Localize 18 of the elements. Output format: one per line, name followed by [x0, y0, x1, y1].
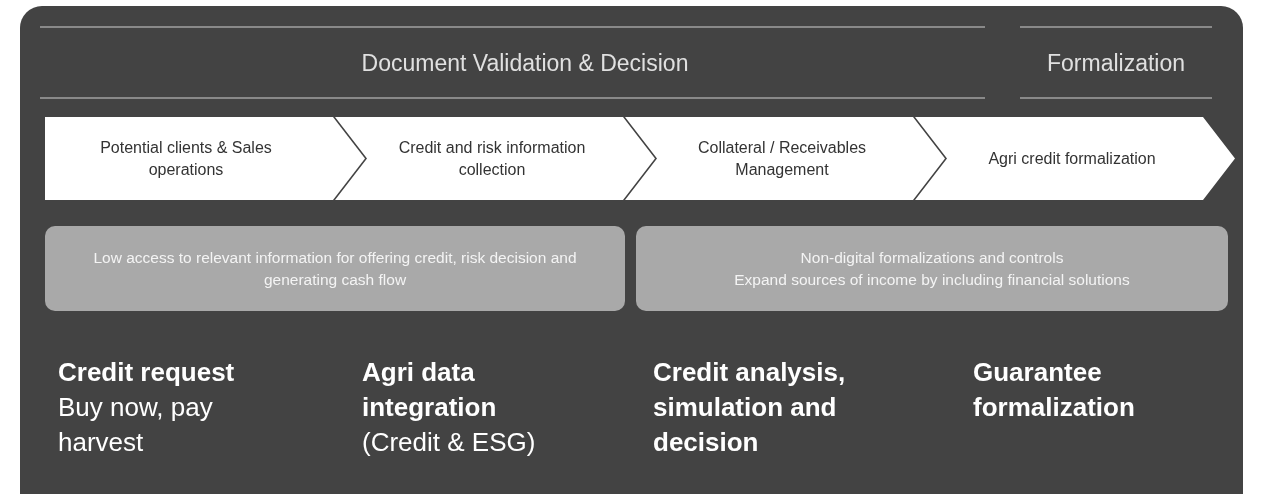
note-text: Expand sources of income by including financial solutions [734, 269, 1130, 290]
section-heading: Document Validation & Decision [361, 50, 689, 77]
note-box [636, 226, 1228, 311]
feature-subtitle: Buy now, pay harvest [58, 391, 214, 459]
section-heading: Formalization [1047, 50, 1185, 77]
process-step [45, 117, 365, 200]
step-label: Potential clients & Sales operations [99, 137, 273, 180]
note-text: Low access to relevant information for offering credit, risk decision and generating cash flow [92, 247, 578, 290]
feature-title: Credit request [58, 356, 236, 389]
feature-title: Agri data integration [362, 356, 498, 424]
note-box [45, 226, 625, 311]
feature-title: Guarantee formalization [973, 356, 1136, 424]
note-text: Non-digital formalizations and controls [800, 247, 1064, 268]
step-label: Agri credit formalization [988, 148, 1156, 169]
step-label: Credit and risk information collection [397, 137, 587, 180]
step-label: Collateral / Receivables Management [696, 137, 868, 180]
feature-subtitle: (Credit & ESG) [362, 426, 537, 459]
feature-title: Credit analysis, simulation and decision [653, 356, 847, 459]
